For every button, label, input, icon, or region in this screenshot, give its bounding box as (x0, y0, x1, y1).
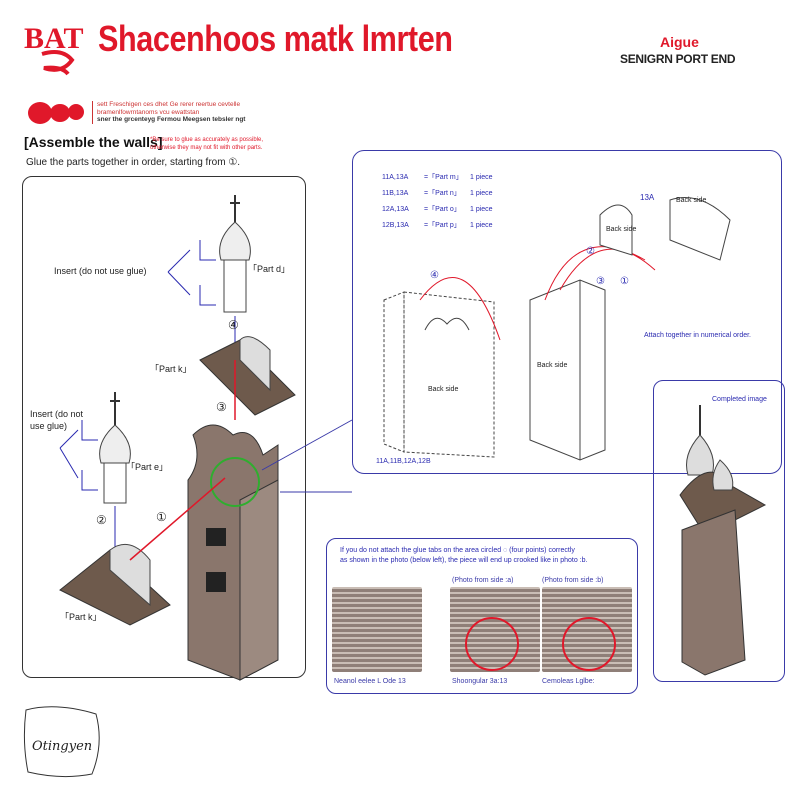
part-k-label: 「Part k」 (60, 612, 102, 622)
step-4-marker: ④ (228, 318, 239, 332)
attach-note: Attach together in numerical order. (644, 332, 752, 339)
photo-caption: Neanol eelee L Ode 13 (334, 678, 406, 685)
svg-text:Otingyen: Otingyen (32, 739, 92, 754)
step-3-marker: ③ (216, 400, 227, 414)
dome-part-d (219, 195, 251, 313)
part-name: =「Part o」 (424, 206, 461, 213)
parts-row: 11A,13A =「Part m」 1 piece (382, 170, 493, 186)
parts-row: 12B,13A =「Part p」 1 piece (382, 218, 493, 234)
brand-subtitle: SENIGRN PORT END (620, 52, 736, 66)
notice-line: bramenlfowrntanoms vcu ewattstan (97, 108, 200, 116)
part-d-label: 「Part d」 (248, 264, 291, 274)
step-1-marker: ① (156, 510, 167, 524)
part-qty: 1 piece (470, 222, 493, 229)
step-4-marker: ④ (430, 270, 439, 281)
completed-image-panel (653, 380, 785, 682)
tower-body (187, 424, 279, 681)
back-side-label: Back side (537, 362, 568, 369)
parts-row: 11B,13A =「Part n」 1 piece (382, 186, 493, 202)
part-code-label: 13A (640, 193, 655, 202)
warning-line: otherwise they may not fit with other pa… (150, 144, 263, 151)
parts-list: 11A,13A =「Part m」 1 piece 11B,13A =「Part n」… (382, 170, 493, 234)
section-heading: [Assemble the walls] (24, 134, 163, 150)
wall-assembled-panel (529, 246, 656, 461)
part-code: 11B,13A (382, 190, 409, 197)
brand-logo: BAT (24, 22, 83, 76)
instruction-text: Glue the parts together in order, starti… (26, 157, 241, 168)
step-3-marker: ③ (596, 276, 605, 287)
photo-warning-panel (326, 538, 638, 694)
photo-caption: Shoongular 3a:13 (452, 678, 508, 685)
wall-flat-panel (383, 277, 501, 458)
insert-label-line: use glue) (30, 421, 68, 431)
notice-line: sett Freschigen ces dhet Ge rerer reertu… (97, 101, 241, 108)
part-code: 12B,13A (382, 222, 409, 229)
warning-line: *Be sure to glue as accurately as possib… (150, 137, 264, 143)
photo-side-a (450, 587, 540, 672)
part-name: =「Part n」 (424, 190, 461, 197)
photo-a-title: (Photo from side :a) (452, 577, 514, 584)
photo-correct (332, 587, 422, 672)
step-1-marker: ① (620, 276, 629, 287)
part-qty: 1 piece (470, 174, 493, 181)
red-step-arrows (129, 360, 236, 561)
svg-text:BAT: BAT (24, 22, 83, 55)
dome-part-e (99, 392, 131, 504)
glue-warning: *Be sure to glue as accurately as possib… (150, 137, 263, 152)
part-name: =「Part p」 (424, 222, 461, 229)
back-side-label: Back side (676, 197, 707, 204)
step-2-marker: ② (96, 513, 107, 527)
notice-line: sner the grcenteyg Fermou Meegsen tebsle… (97, 116, 246, 123)
insert-label: Insert (do not use glue) (54, 266, 147, 276)
page-title: Shacenhoos matk lmrten (98, 18, 453, 59)
insert-label-line: Insert (do not (30, 409, 84, 419)
part-e-label: 「Part e」 (126, 462, 169, 472)
photo-caption: Cemoleas Lglbe: (542, 678, 595, 685)
notice-logo (28, 102, 84, 124)
part-code: 12A,13A (382, 206, 409, 213)
part-name: =「Part m」 (424, 174, 463, 181)
back-side-label: Back side (606, 226, 637, 233)
wall-top-pieces (599, 197, 731, 261)
notice-text: sett Freschigen ces dhet Ge rerer reertu… (92, 101, 297, 124)
photo-warning-text: If you do not attach the glue tabs on th… (340, 546, 640, 566)
info-line: If you do not attach the glue tabs on th… (340, 547, 575, 554)
completed-image-label: Completed image (712, 396, 767, 403)
part-qty: 1 piece (470, 206, 493, 213)
photo-side-b (542, 587, 632, 672)
completed-tower-image (679, 405, 767, 676)
signature: Otingyen (23, 706, 100, 778)
step-2-marker: ② (586, 246, 595, 257)
photo-b-title: (Photo from side :b) (542, 577, 604, 584)
parts-row: 12A,13A =「Part o」 1 piece (382, 202, 493, 218)
part-codes-label: 11A,11B,12A,12B (376, 458, 431, 465)
part-code: 11A,13A (382, 174, 409, 181)
insert-label: Insert (do not use glue) (30, 408, 83, 432)
info-line: as shown in the photo (below left), the … (340, 557, 588, 564)
part-k-label: 「Part k」 (150, 364, 192, 374)
callout-line (261, 419, 353, 471)
roof-part-k-upper (199, 336, 296, 416)
brand-name: Aigue (660, 34, 699, 50)
roof-part-k-lower (59, 543, 171, 626)
wall-assembly-panel (352, 150, 782, 474)
back-side-label: Back side (428, 386, 459, 393)
assembly-panel (22, 176, 306, 678)
part-qty: 1 piece (470, 190, 493, 197)
